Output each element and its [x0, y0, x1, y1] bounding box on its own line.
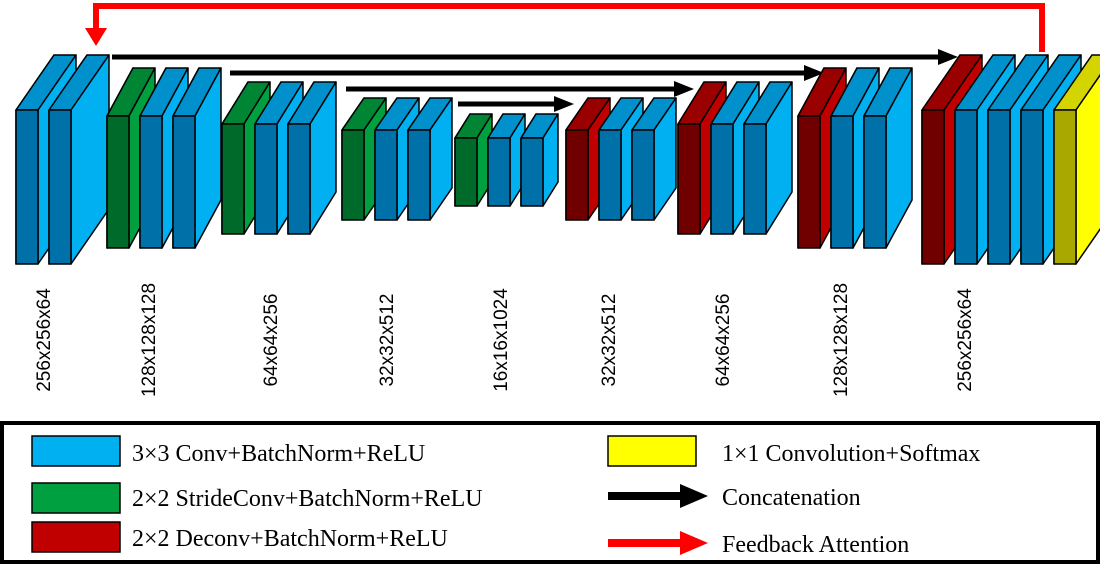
block-front-face [598, 129, 622, 221]
legend-label-softmax: 1×1 Convolution+Softmax [722, 441, 980, 467]
dimension-label-2: 128x128x128 [139, 283, 160, 397]
conv-block [743, 81, 793, 235]
dimension-labels: 256x256x64 128x128x128 64x64x256 32x32x512 1… [34, 283, 976, 397]
dimension-label-7: 64x64x256 [713, 294, 734, 387]
block-front-face [1053, 109, 1077, 265]
legend: 3×3 Conv+BatchNorm+ReLU 2×2 StrideConv+B… [0, 421, 1100, 564]
conv-block [863, 67, 913, 249]
skip-arrow-level3 [346, 81, 694, 97]
conv-block [407, 97, 453, 221]
legend-label-feedback: Feedback Attention [722, 532, 909, 558]
block-front-face [565, 129, 589, 221]
legend-label-conv: 3×3 Conv+BatchNorm+ReLU [132, 441, 425, 467]
network-blocks [15, 54, 1100, 265]
skip-arrow-level4 [458, 96, 574, 112]
block-front-face [48, 109, 72, 265]
block-front-face [341, 129, 365, 221]
legend-swatch-deconv [31, 521, 121, 553]
stage-3 [221, 81, 337, 235]
block-front-face [830, 115, 854, 249]
skip-arrow-level2 [230, 65, 824, 81]
legend-swatch-stride [31, 482, 121, 514]
block-front-face [987, 109, 1011, 265]
stage-4 [341, 97, 453, 221]
stage-9 [921, 54, 1100, 265]
stage-5 [454, 113, 559, 207]
block-front-face [407, 129, 431, 221]
dimension-label-5: 16x16x1024 [491, 288, 512, 392]
dimension-label-4: 32x32x512 [377, 294, 398, 387]
dimension-label-1: 256x256x64 [34, 288, 55, 392]
block-front-face [1020, 109, 1044, 265]
block-front-face [710, 123, 734, 235]
block-front-face [487, 137, 511, 207]
block-front-face [221, 123, 245, 235]
block-front-face [287, 123, 311, 235]
block-front-face [743, 123, 767, 235]
stage-1 [15, 54, 110, 265]
legend-feedback-arrow-icon [608, 531, 708, 555]
legend-label-deconv: 2×2 Deconv+BatchNorm+ReLU [132, 526, 448, 552]
legend-border [0, 421, 1100, 564]
legend-swatch-softmax [607, 435, 697, 467]
conv-block [287, 81, 337, 235]
block-front-face [520, 137, 544, 207]
legend-label-stride: 2×2 StrideConv+BatchNorm+ReLU [132, 486, 483, 512]
conv-block [48, 54, 110, 265]
block-front-face [677, 123, 701, 235]
legend-concat-arrow-icon [608, 484, 708, 508]
legend-swatch-conv [31, 435, 121, 467]
dimension-label-9: 256x256x64 [955, 288, 976, 392]
block-front-face [797, 115, 821, 249]
block-front-face [921, 109, 945, 265]
dimension-label-6: 32x32x512 [599, 294, 620, 387]
block-front-face [106, 115, 130, 249]
block-front-face [254, 123, 278, 235]
softmax-block [1053, 54, 1100, 265]
skip-arrow-level1 [112, 49, 958, 65]
block-front-face [863, 115, 887, 249]
stage-7 [677, 81, 793, 235]
block-front-face [631, 129, 655, 221]
dimension-label-8: 128x128x128 [831, 283, 852, 397]
block-front-face [139, 115, 163, 249]
block-front-face [954, 109, 978, 265]
block-front-face [15, 109, 39, 265]
conv-block [631, 97, 677, 221]
block-front-face [454, 137, 478, 207]
conv-block [520, 113, 559, 207]
concatenation-arrows [112, 49, 958, 112]
conv-block [172, 67, 222, 249]
legend-label-concat: Concatenation [722, 485, 861, 511]
conv-block [254, 81, 304, 235]
feedback-attention-arrow [85, 3, 1045, 52]
stage-8 [797, 67, 913, 249]
block-front-face [374, 129, 398, 221]
conv-block [487, 113, 526, 207]
dimension-label-3: 64x64x256 [261, 294, 282, 387]
conv-block [598, 97, 644, 221]
stride-block [454, 113, 493, 207]
block-front-face [172, 115, 196, 249]
stage-2 [106, 67, 222, 249]
stage-6 [565, 97, 677, 221]
